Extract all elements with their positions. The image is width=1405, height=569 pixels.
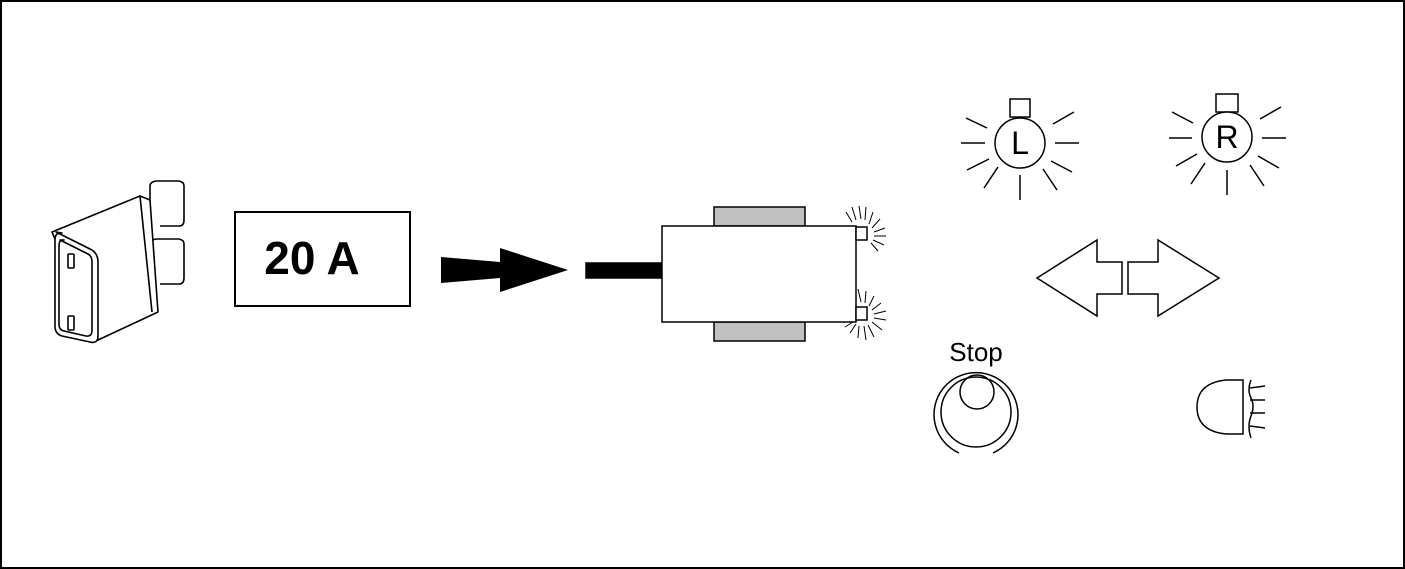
tester-led-top bbox=[855, 226, 868, 241]
blade-fuse-icon bbox=[51, 180, 185, 344]
bulb-right-letter: R bbox=[1215, 119, 1238, 155]
tester-probe bbox=[585, 262, 663, 279]
tester-clamp-top bbox=[713, 206, 806, 227]
fuse-rating-label: 20 A bbox=[264, 232, 359, 284]
bulb-left-icon bbox=[961, 98, 1079, 200]
fuse-slot-top bbox=[67, 253, 75, 269]
headlight-icon bbox=[1196, 379, 1266, 439]
hazard-arrows-icon bbox=[1035, 238, 1221, 318]
led-glow-bottom-icon bbox=[844, 288, 887, 341]
tester-body bbox=[661, 225, 857, 323]
stop-label: Stop bbox=[949, 337, 1003, 367]
bulb-right-cap bbox=[1215, 93, 1239, 113]
led-glow-top-icon bbox=[845, 205, 886, 252]
bulb-left-letter: L bbox=[1011, 125, 1029, 161]
fuse-slot-bottom bbox=[67, 315, 75, 331]
stop-light-icon bbox=[933, 371, 1019, 454]
arrow-right-icon bbox=[441, 248, 568, 292]
bulb-right-icon bbox=[1169, 93, 1286, 195]
tester-icon bbox=[585, 206, 868, 342]
rating-box bbox=[234, 211, 411, 307]
tester-clamp-bottom bbox=[713, 321, 806, 342]
tester-led-bottom bbox=[855, 306, 868, 321]
